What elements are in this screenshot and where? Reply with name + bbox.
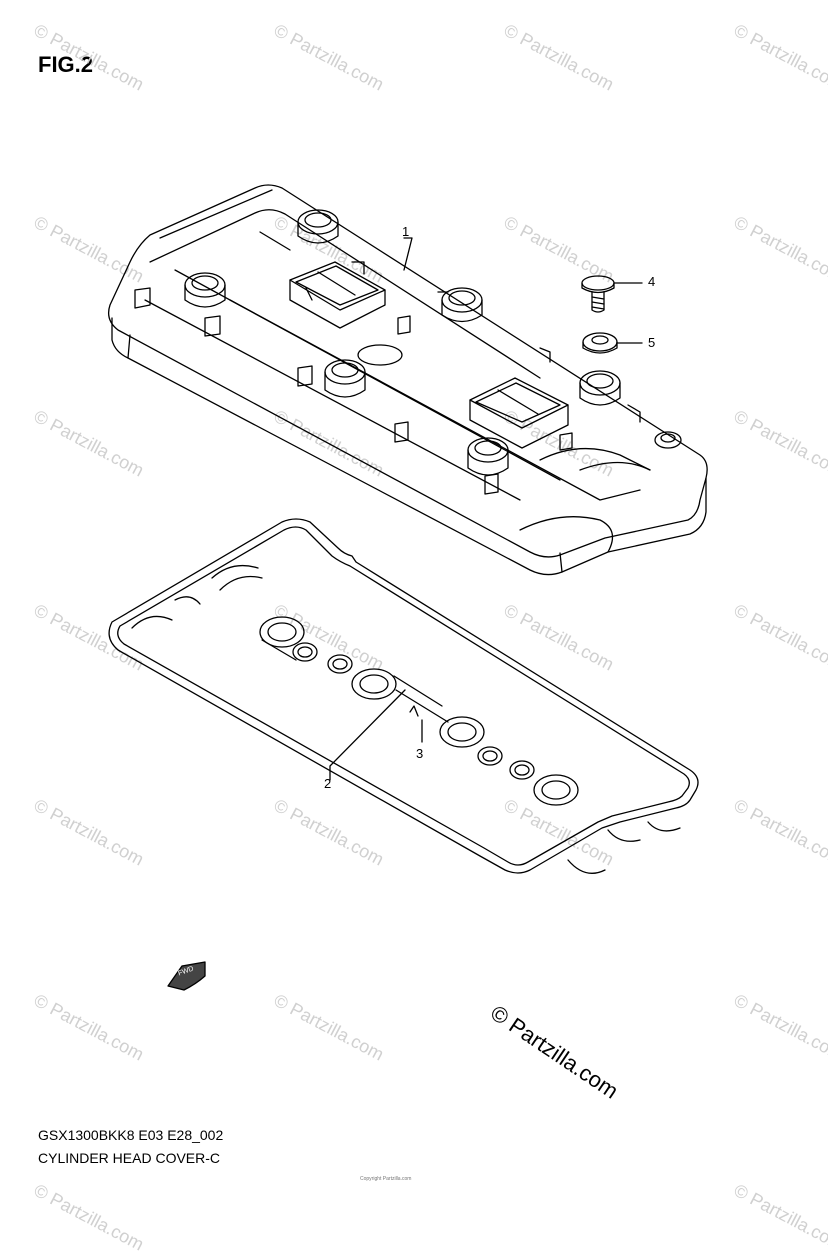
copyright-notice: Copyright Partzilla.com <box>360 1176 412 1182</box>
model-code: GSX1300BKK8 E03 E28_002 <box>38 1127 224 1143</box>
cylinder-head-cover <box>107 184 708 576</box>
callout-3: 3 <box>416 746 424 761</box>
leader-line-1 <box>403 237 413 271</box>
leader-line-2 <box>329 689 406 781</box>
callout-4: 4 <box>648 274 656 289</box>
plug-hole-gasket <box>259 616 579 806</box>
figure-title: FIG.2 <box>38 52 94 77</box>
diagram-caption: CYLINDER HEAD COVER-C <box>38 1150 221 1166</box>
callout-5: 5 <box>648 335 656 350</box>
fwd-arrow-icon <box>167 961 206 991</box>
bolt <box>581 275 643 313</box>
callout-2: 2 <box>324 776 332 791</box>
callout-1: 1 <box>402 224 410 239</box>
cover-gasket <box>108 518 699 874</box>
exploded-parts-diagram <box>107 184 708 991</box>
grommet <box>582 332 643 354</box>
